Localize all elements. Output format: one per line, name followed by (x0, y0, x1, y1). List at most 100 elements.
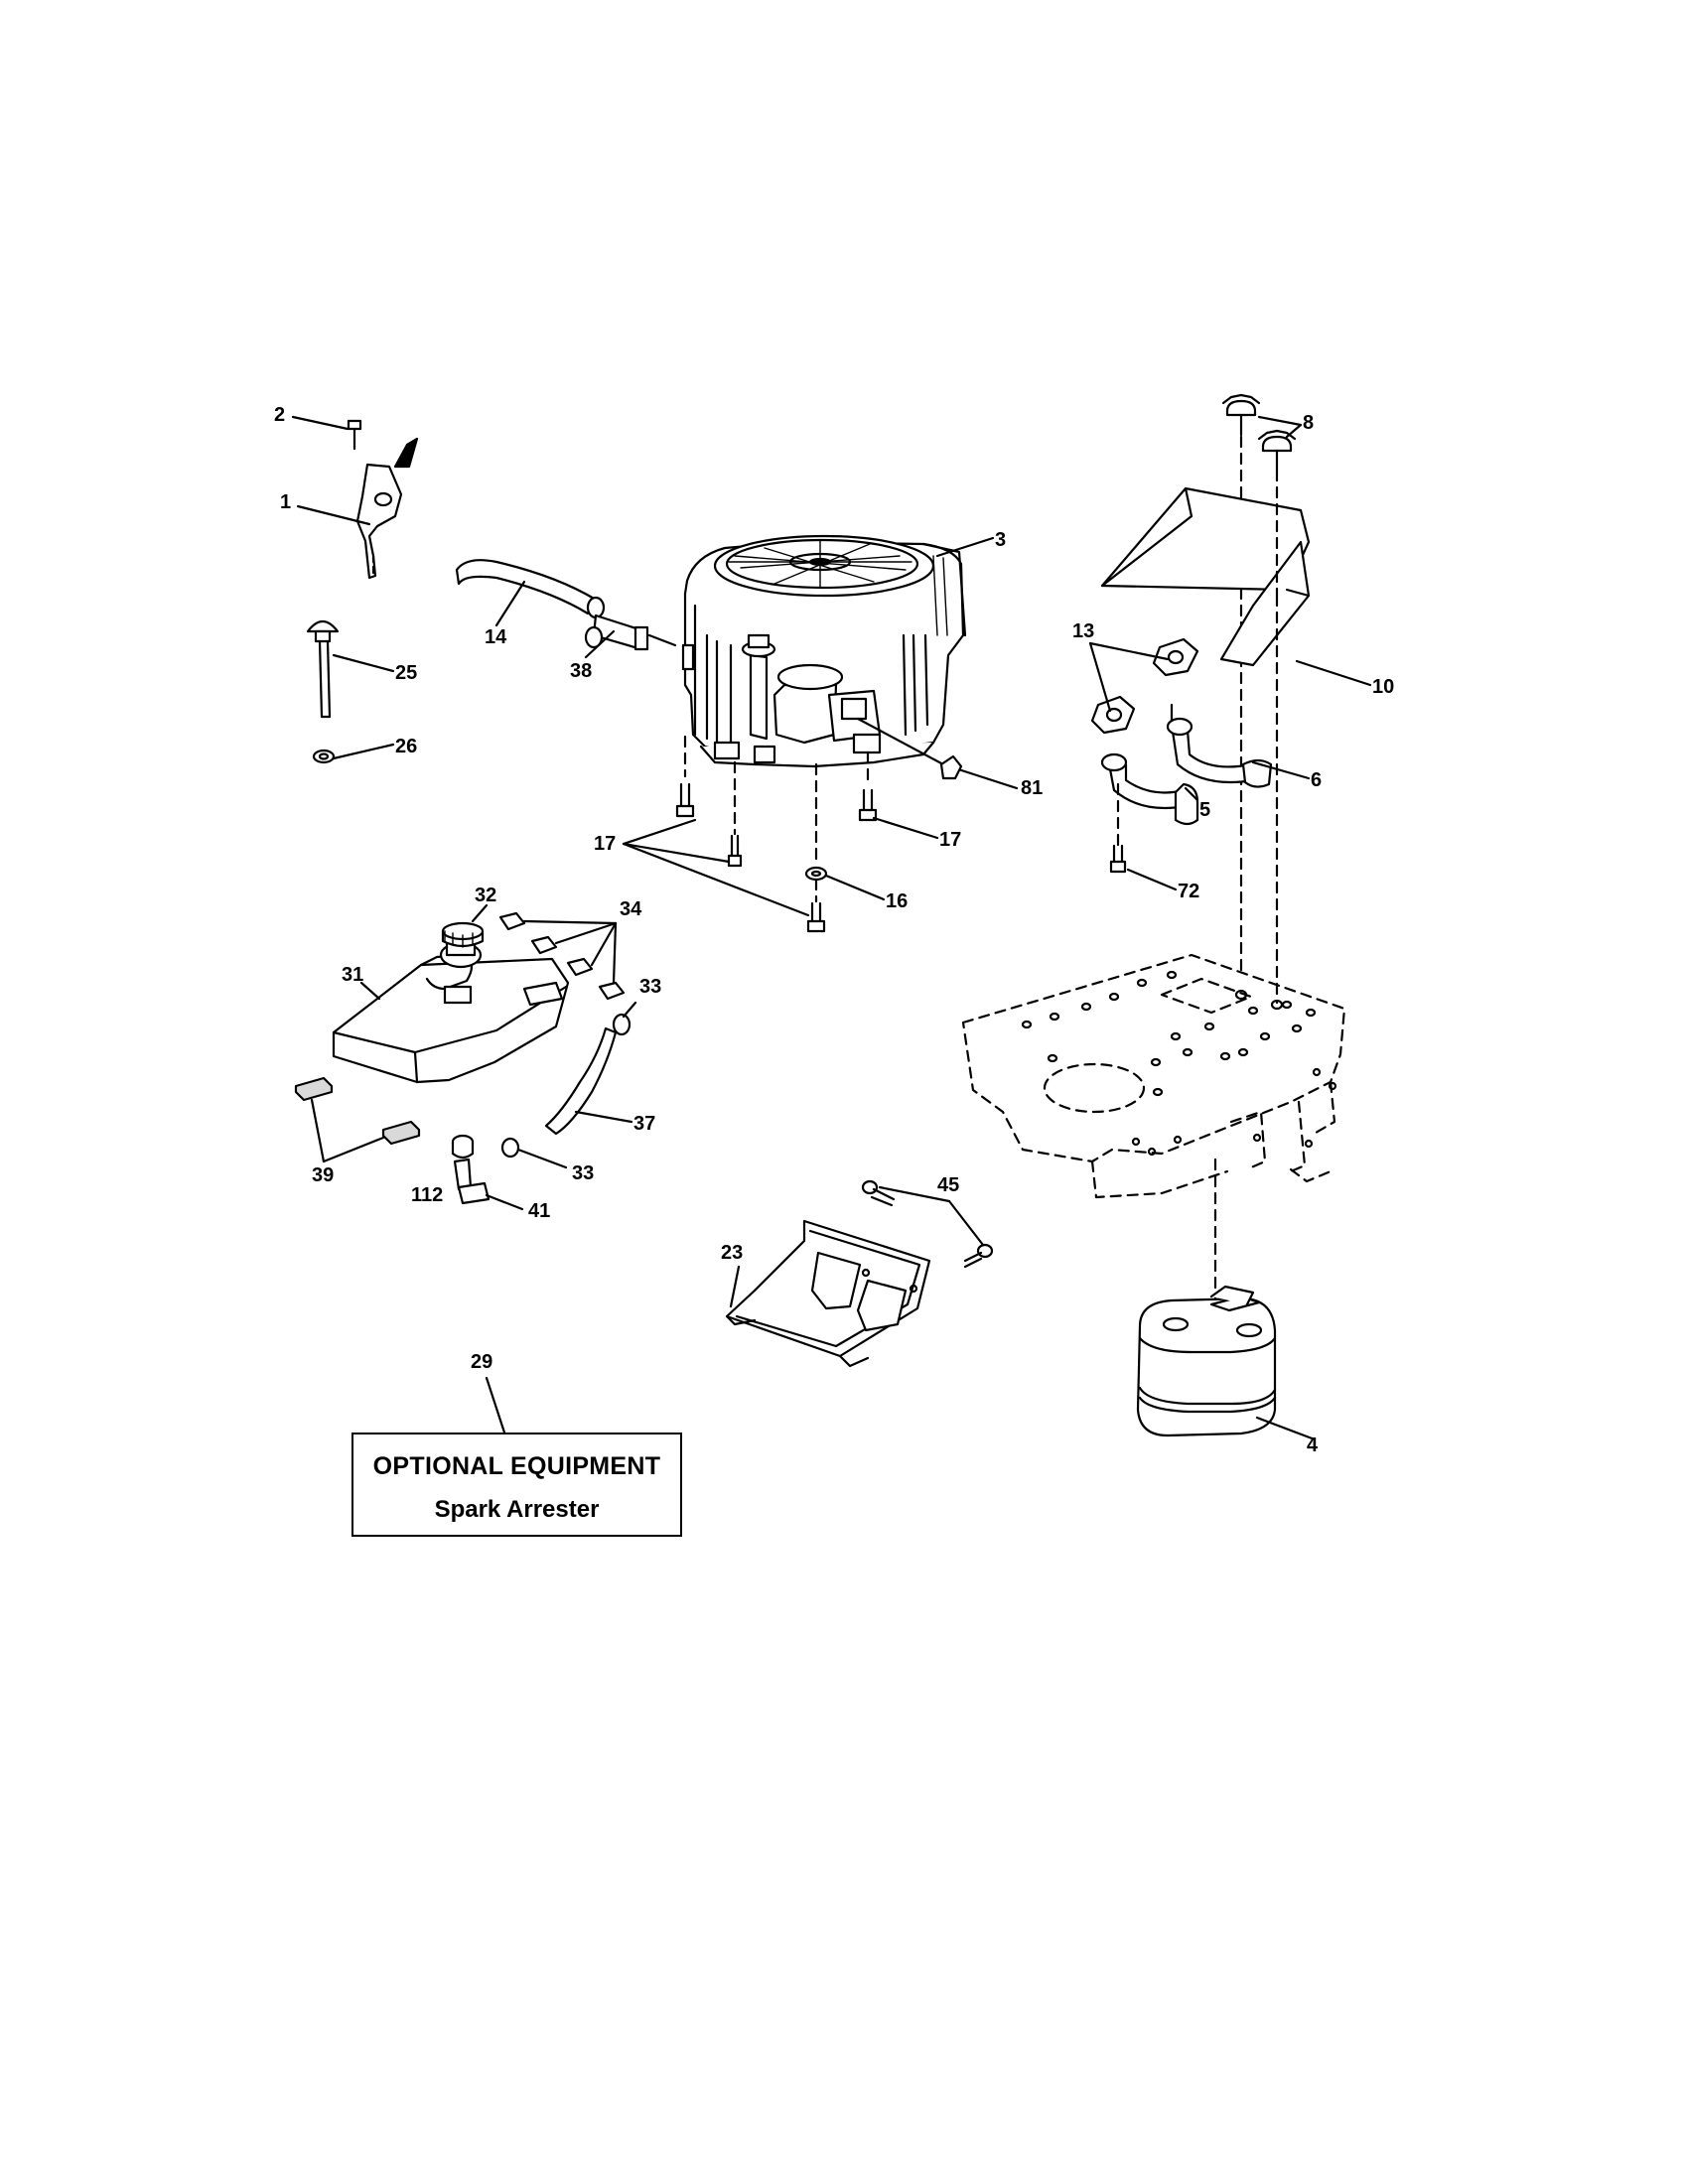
frame (961, 953, 1346, 1312)
leader-45-b (947, 1199, 985, 1247)
callout-2: 2 (274, 404, 285, 426)
bolt-8-a (1221, 393, 1261, 975)
fuel-cap (441, 921, 485, 948)
callout-38: 38 (570, 660, 592, 682)
pad-39-b (381, 1120, 421, 1146)
leader-13-a (1088, 641, 1170, 661)
callout-1: 1 (280, 491, 291, 513)
leader-10 (1295, 659, 1372, 687)
leader-45-a (878, 1185, 951, 1203)
callout-17-right: 17 (939, 829, 961, 851)
hose-clamp (584, 614, 677, 651)
nut-81 (939, 754, 963, 780)
leader-37 (574, 1110, 633, 1124)
leader-17-right (872, 816, 939, 840)
optional-equipment-box: OPTIONAL EQUIPMENT Spark Arrester (351, 1433, 682, 1537)
grommet-112 (451, 1134, 475, 1160)
optional-equipment-title: OPTIONAL EQUIPMENT (372, 1452, 661, 1480)
gasket-13-b (1090, 695, 1136, 735)
leader-3 (935, 536, 995, 558)
dipstick (306, 619, 340, 764)
leader-33-a (622, 1001, 637, 1019)
leader-17-c (622, 842, 810, 917)
fuel-tank (332, 937, 570, 1084)
bolt-17-d (858, 751, 878, 822)
clamp-33-a (612, 1013, 632, 1036)
leader-39-a (310, 1098, 326, 1163)
fuel-hose (455, 559, 606, 619)
callout-29: 29 (471, 1351, 492, 1373)
callout-17-left: 17 (594, 833, 616, 855)
leader-34-a (522, 919, 618, 925)
callout-32: 32 (475, 885, 496, 906)
callout-81: 81 (1021, 777, 1043, 799)
clamp-33-b (500, 1137, 520, 1159)
pad-39-a (294, 1076, 334, 1102)
heat-shield (1100, 469, 1311, 1005)
pad-34-b (530, 935, 558, 955)
leader-31 (359, 981, 381, 1001)
callout-10: 10 (1372, 676, 1394, 698)
callout-23: 23 (721, 1242, 743, 1264)
leader-5 (1184, 786, 1199, 802)
leader-25 (332, 653, 395, 673)
leader-air-cleaner (856, 717, 945, 766)
callout-41: 41 (528, 1200, 550, 1222)
engine (681, 534, 967, 768)
leader-32 (471, 903, 489, 923)
shield-23 (725, 1219, 931, 1368)
callout-31: 31 (342, 964, 363, 986)
callout-33-bottom: 33 (572, 1162, 594, 1184)
callout-4: 4 (1307, 1434, 1319, 1456)
bolt-17-a (675, 735, 695, 818)
gasket-13-a (1152, 637, 1199, 677)
callout-5: 5 (1199, 799, 1210, 821)
leader-39-b (322, 1136, 385, 1163)
bolt-8-b (1257, 429, 1297, 473)
leader-34-b (554, 921, 618, 945)
leader-17-b (622, 842, 731, 864)
throttle-bracket (347, 419, 419, 580)
leader-29 (485, 1376, 506, 1434)
bolt-45-b (963, 1243, 994, 1269)
bolt-72 (1109, 782, 1127, 874)
bolt-45-a (861, 1179, 896, 1207)
leader-41 (485, 1193, 524, 1211)
callout-16: 16 (886, 890, 908, 912)
leader-13-b (1088, 641, 1112, 713)
bolt-17-b (727, 760, 743, 868)
leader-6 (1251, 760, 1311, 780)
leader-16 (824, 874, 886, 901)
exhaust-pipe-6 (1166, 703, 1273, 788)
callout-34: 34 (620, 898, 642, 920)
exhaust-pipe-5 (1100, 752, 1199, 826)
pad-34-d (598, 981, 626, 1001)
leader-34-d (612, 921, 618, 985)
callout-112: 112 (411, 1184, 443, 1206)
leader-26 (332, 743, 395, 760)
leader-14 (494, 580, 526, 627)
callout-39: 39 (312, 1164, 334, 1186)
leader-17-a (622, 818, 697, 846)
leader-34-c (590, 921, 618, 967)
callout-72: 72 (1178, 881, 1199, 902)
muffler (1136, 1285, 1277, 1437)
leader-1 (296, 504, 371, 526)
fitting-41 (453, 1158, 491, 1205)
leader-2 (291, 415, 350, 431)
leader-8-a (1257, 415, 1303, 427)
spark-arrester-label: Spark Arrester (434, 1496, 600, 1523)
callout-26: 26 (395, 736, 417, 757)
pad-34-a (498, 911, 526, 931)
callout-6: 6 (1311, 769, 1322, 791)
callout-25: 25 (395, 662, 417, 684)
leader-33-b (516, 1148, 568, 1169)
callout-45: 45 (937, 1174, 959, 1196)
pad-34-c (566, 957, 594, 977)
callout-37: 37 (633, 1113, 655, 1135)
callout-13: 13 (1072, 620, 1094, 642)
leader-8-b (1285, 423, 1303, 439)
callout-14: 14 (485, 626, 507, 648)
leader-23 (729, 1265, 741, 1308)
